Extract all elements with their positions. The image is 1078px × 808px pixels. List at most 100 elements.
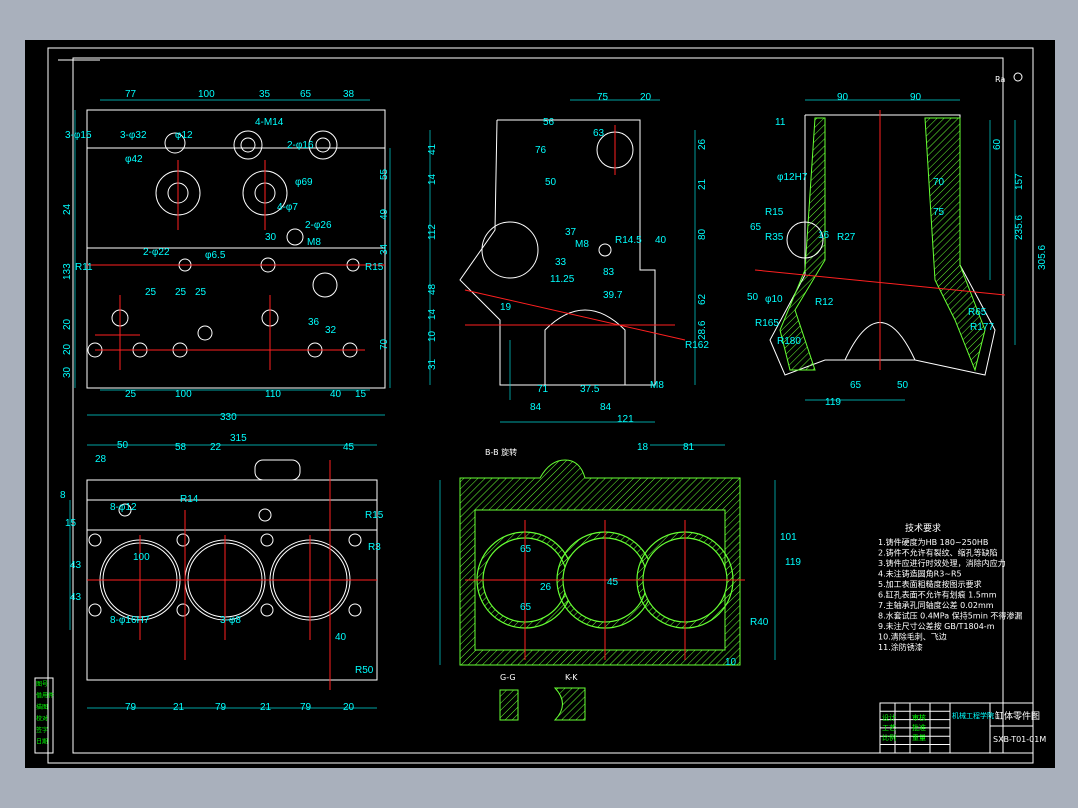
side-strip-label: 借用件: [36, 692, 54, 700]
dimension-label: R27: [837, 232, 856, 243]
dimension-label: R15: [765, 207, 784, 218]
title-block-cell: 设计: [882, 713, 896, 722]
dimension-label: 8-φ16H7: [110, 615, 150, 626]
bolt-hole: [348, 603, 362, 617]
dimension-label: R40: [750, 617, 769, 628]
side-strip-label: 签字: [36, 726, 48, 734]
bolt-hole: [118, 503, 132, 517]
outer-frame: [47, 47, 1034, 764]
section-k-label: K-K: [565, 673, 578, 682]
tech-notes-title: 技术要求: [905, 522, 941, 534]
dimension-label: 26: [697, 138, 708, 150]
dimension-label: M8: [307, 237, 321, 248]
side-strip-label: 校对: [36, 715, 48, 723]
section-g-label: G-G: [500, 673, 516, 682]
dimension-label: 37.5: [580, 384, 600, 395]
dimension-label: 35: [259, 89, 271, 100]
dimension-label: 4-φ7: [277, 202, 298, 213]
dimension-label: 28.6: [697, 320, 708, 340]
dimension-label: 21: [260, 702, 272, 713]
bolt-hole: [260, 533, 274, 547]
dimension-label: 38: [343, 89, 355, 100]
dimension-label: R165: [755, 318, 779, 329]
dimension-label: 110: [265, 389, 281, 400]
dimension-label: 19: [500, 302, 512, 313]
dimension-label: 4-M14: [255, 117, 284, 128]
cad-drawing-canvas[interactable]: 图号借用件描图校对签字日期: [25, 40, 1055, 768]
bolt-hole: [88, 603, 102, 617]
tech-note-line: 1.铸件硬度为HB 180~250HB: [878, 537, 988, 547]
detail-views: [499, 687, 586, 721]
bolt-hole: [260, 603, 274, 617]
tech-note-line: 2.铸件不允许有裂纹、缩孔等缺陷: [878, 548, 998, 558]
dimension-label: 76: [535, 145, 547, 156]
section-bb-label: B-B 旋转: [485, 447, 517, 457]
dimension-label: 20: [62, 318, 73, 330]
dimension-label: 75: [597, 92, 609, 103]
dimension-label: R180: [777, 336, 801, 347]
dimension-label: 65: [750, 222, 762, 233]
dimension-label: 100: [175, 389, 192, 400]
dimension-label: 10: [725, 657, 737, 668]
dimension-label: R65: [968, 307, 987, 318]
dimension-label: 48: [427, 283, 438, 295]
title-block-cell: 批准: [912, 723, 926, 732]
dimension-label: 50: [545, 177, 557, 188]
dimension-label: 81: [683, 442, 695, 453]
dimension-label: 65: [520, 602, 532, 613]
dimension-label: 49: [379, 208, 390, 220]
tech-note-line: 4.未注铸造圆角R3~R5: [878, 569, 962, 579]
dimension-label: 60: [992, 138, 1003, 150]
dimension-label: 70: [379, 338, 390, 350]
dimension-label: 2-φ22: [143, 247, 170, 258]
dimension-label: 11: [775, 117, 786, 128]
dimension-label: R3: [368, 542, 381, 553]
dimension-label: 50: [897, 380, 909, 391]
tech-note-line: 8.水套试压 0.4MPa 保持5min 不得渗漏: [878, 611, 1022, 621]
dimension-label: 112: [427, 224, 438, 240]
dimension-label: 41: [427, 143, 438, 155]
tech-note-line: 11.涂防锈漆: [878, 642, 923, 652]
dimension-label: 83: [603, 267, 615, 278]
dimension-label: R177: [970, 322, 994, 333]
dimension-label: 25: [125, 389, 137, 400]
dimension-label: 235.6: [1014, 215, 1025, 240]
dimension-label: 8: [60, 490, 66, 501]
dimension-label: 330: [220, 412, 237, 423]
tech-note-line: 10.清除毛刺、飞边: [878, 632, 947, 642]
dimension-label: R14: [180, 494, 199, 505]
roughness-mark: Ra: [995, 75, 1005, 84]
dimension-label: 11.25: [550, 274, 575, 285]
dimension-label: φ12: [175, 130, 193, 141]
tech-note-line: 3.铸件应进行时效处理，消除内应力: [878, 558, 1006, 568]
dimension-label: 31: [427, 358, 438, 370]
dimension-label: 90: [910, 92, 922, 103]
tech-note-line: 5.加工表面粗糙度按图示要求: [878, 579, 982, 589]
dimension-label: 79: [125, 702, 137, 713]
tech-notes: 技术要求 1.铸件硬度为HB 180~250HB2.铸件不允许有裂纹、缩孔等缺陷…: [878, 522, 1022, 652]
dimension-label: M8: [575, 239, 589, 250]
title-block-cell: 工艺: [882, 724, 896, 732]
dimension-label: 56: [543, 117, 555, 128]
dimension-label: 121: [617, 414, 634, 425]
dimension-label: 84: [530, 402, 542, 413]
dimension-label: 10: [427, 330, 438, 342]
dimension-label: 22: [210, 442, 222, 453]
dimension-label: 55: [379, 168, 390, 180]
bolt-hole: [176, 603, 190, 617]
drawing-code: SXB-T01-01M: [993, 735, 1046, 744]
dimension-label: φ42: [125, 154, 143, 165]
dimension-label: 62: [697, 293, 708, 305]
tech-note-line: 6.缸孔表面不允许有划痕 1.5mm: [878, 590, 997, 600]
dimension-label: 32: [325, 325, 337, 336]
dimension-label: 37: [565, 227, 577, 238]
dimension-label: 43: [70, 592, 82, 603]
school-name: 机械工程学院: [952, 711, 994, 720]
front-view: [74, 99, 391, 416]
dimension-label: 2-φ26: [305, 220, 332, 231]
title-block-cell: 比例: [882, 733, 896, 742]
dimension-label: 33: [555, 257, 567, 268]
dimension-label: R15: [365, 510, 384, 521]
